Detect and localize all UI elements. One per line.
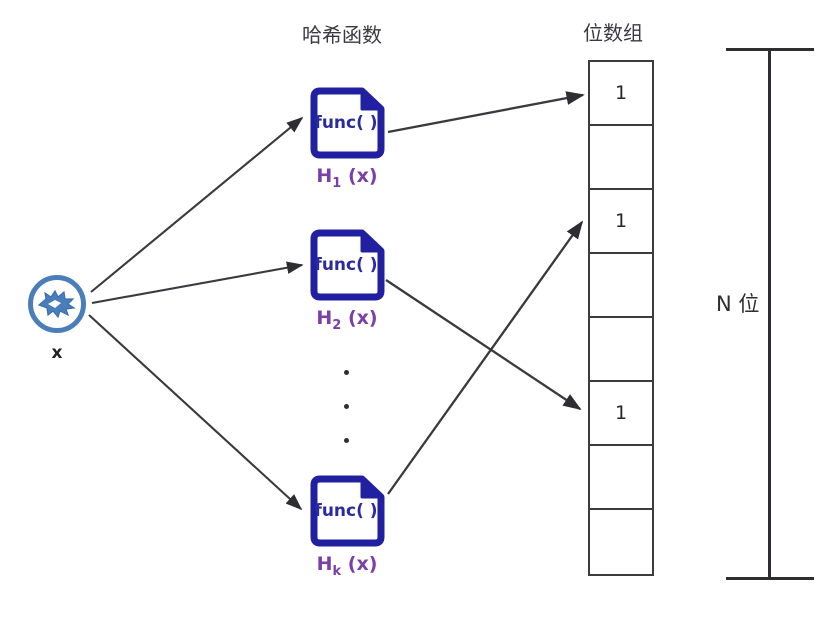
arrow-h2-to-bit5	[385, 279, 582, 411]
input-node-ring	[28, 275, 86, 333]
hash-function-node-h2: func( ) H2 (x)	[308, 228, 386, 333]
hash-label-base: H	[316, 553, 333, 575]
arrow-x-to-h2	[91, 261, 304, 305]
arrow-hk-to-bit2	[387, 220, 584, 495]
hash-label-suffix: (x)	[341, 307, 378, 329]
arrow-x-to-h1	[90, 116, 304, 293]
document-body-text: func( )	[314, 501, 378, 521]
bit-array: 1 1 1	[588, 60, 654, 576]
hash-label-suffix: (x)	[341, 165, 378, 187]
bit-cell-6[interactable]	[590, 446, 652, 510]
bit-cell-2[interactable]: 1	[590, 190, 652, 254]
bit-cell-4[interactable]	[590, 318, 652, 382]
arrow-x-to-hk	[88, 314, 303, 511]
hash-function-node-h1: func( ) H1 (x)	[308, 86, 386, 191]
hash-label-base: H	[316, 307, 333, 329]
bit-cell-1[interactable]	[590, 126, 652, 190]
input-label: x	[51, 343, 63, 363]
bracket-cap-bottom	[726, 577, 814, 580]
bit-cell-3[interactable]	[590, 254, 652, 318]
document-body-text: func( )	[314, 255, 378, 275]
hash-function-label-h1: H1 (x)	[308, 165, 386, 191]
starburst-icon	[37, 289, 76, 319]
size-bracket-icon	[700, 48, 840, 580]
vertical-ellipsis-icon	[340, 370, 352, 443]
heading-hash-functions: 哈希函数	[302, 23, 382, 47]
ellipsis-dot	[343, 438, 349, 443]
heading-bit-array: 位数组	[583, 21, 643, 45]
bit-cell-0[interactable]: 1	[590, 62, 652, 126]
arrow-h1-to-bit0	[387, 91, 585, 134]
hash-function-label-h2: H2 (x)	[308, 307, 386, 333]
document-icon: func( )	[308, 86, 386, 160]
hash-label-subscript: 1	[332, 175, 342, 191]
size-bracket-label: N 位	[716, 292, 760, 316]
hash-function-label-hk: Hk (x)	[308, 553, 386, 579]
bit-cell-5[interactable]: 1	[590, 382, 652, 446]
document-body-text: func( )	[314, 113, 378, 133]
hash-label-subscript: k	[332, 563, 342, 579]
bit-cell-7[interactable]	[590, 510, 652, 574]
input-node	[28, 275, 86, 333]
document-icon: func( )	[308, 474, 386, 548]
ellipsis-dot	[343, 404, 349, 409]
document-icon: func( )	[308, 228, 386, 302]
hash-label-base: H	[316, 165, 333, 187]
hash-function-node-hk: func( ) Hk (x)	[308, 474, 386, 579]
hash-label-subscript: 2	[332, 317, 342, 333]
ellipsis-dot	[343, 370, 349, 375]
hash-label-suffix: (x)	[341, 553, 378, 575]
bracket-stem	[768, 48, 771, 580]
